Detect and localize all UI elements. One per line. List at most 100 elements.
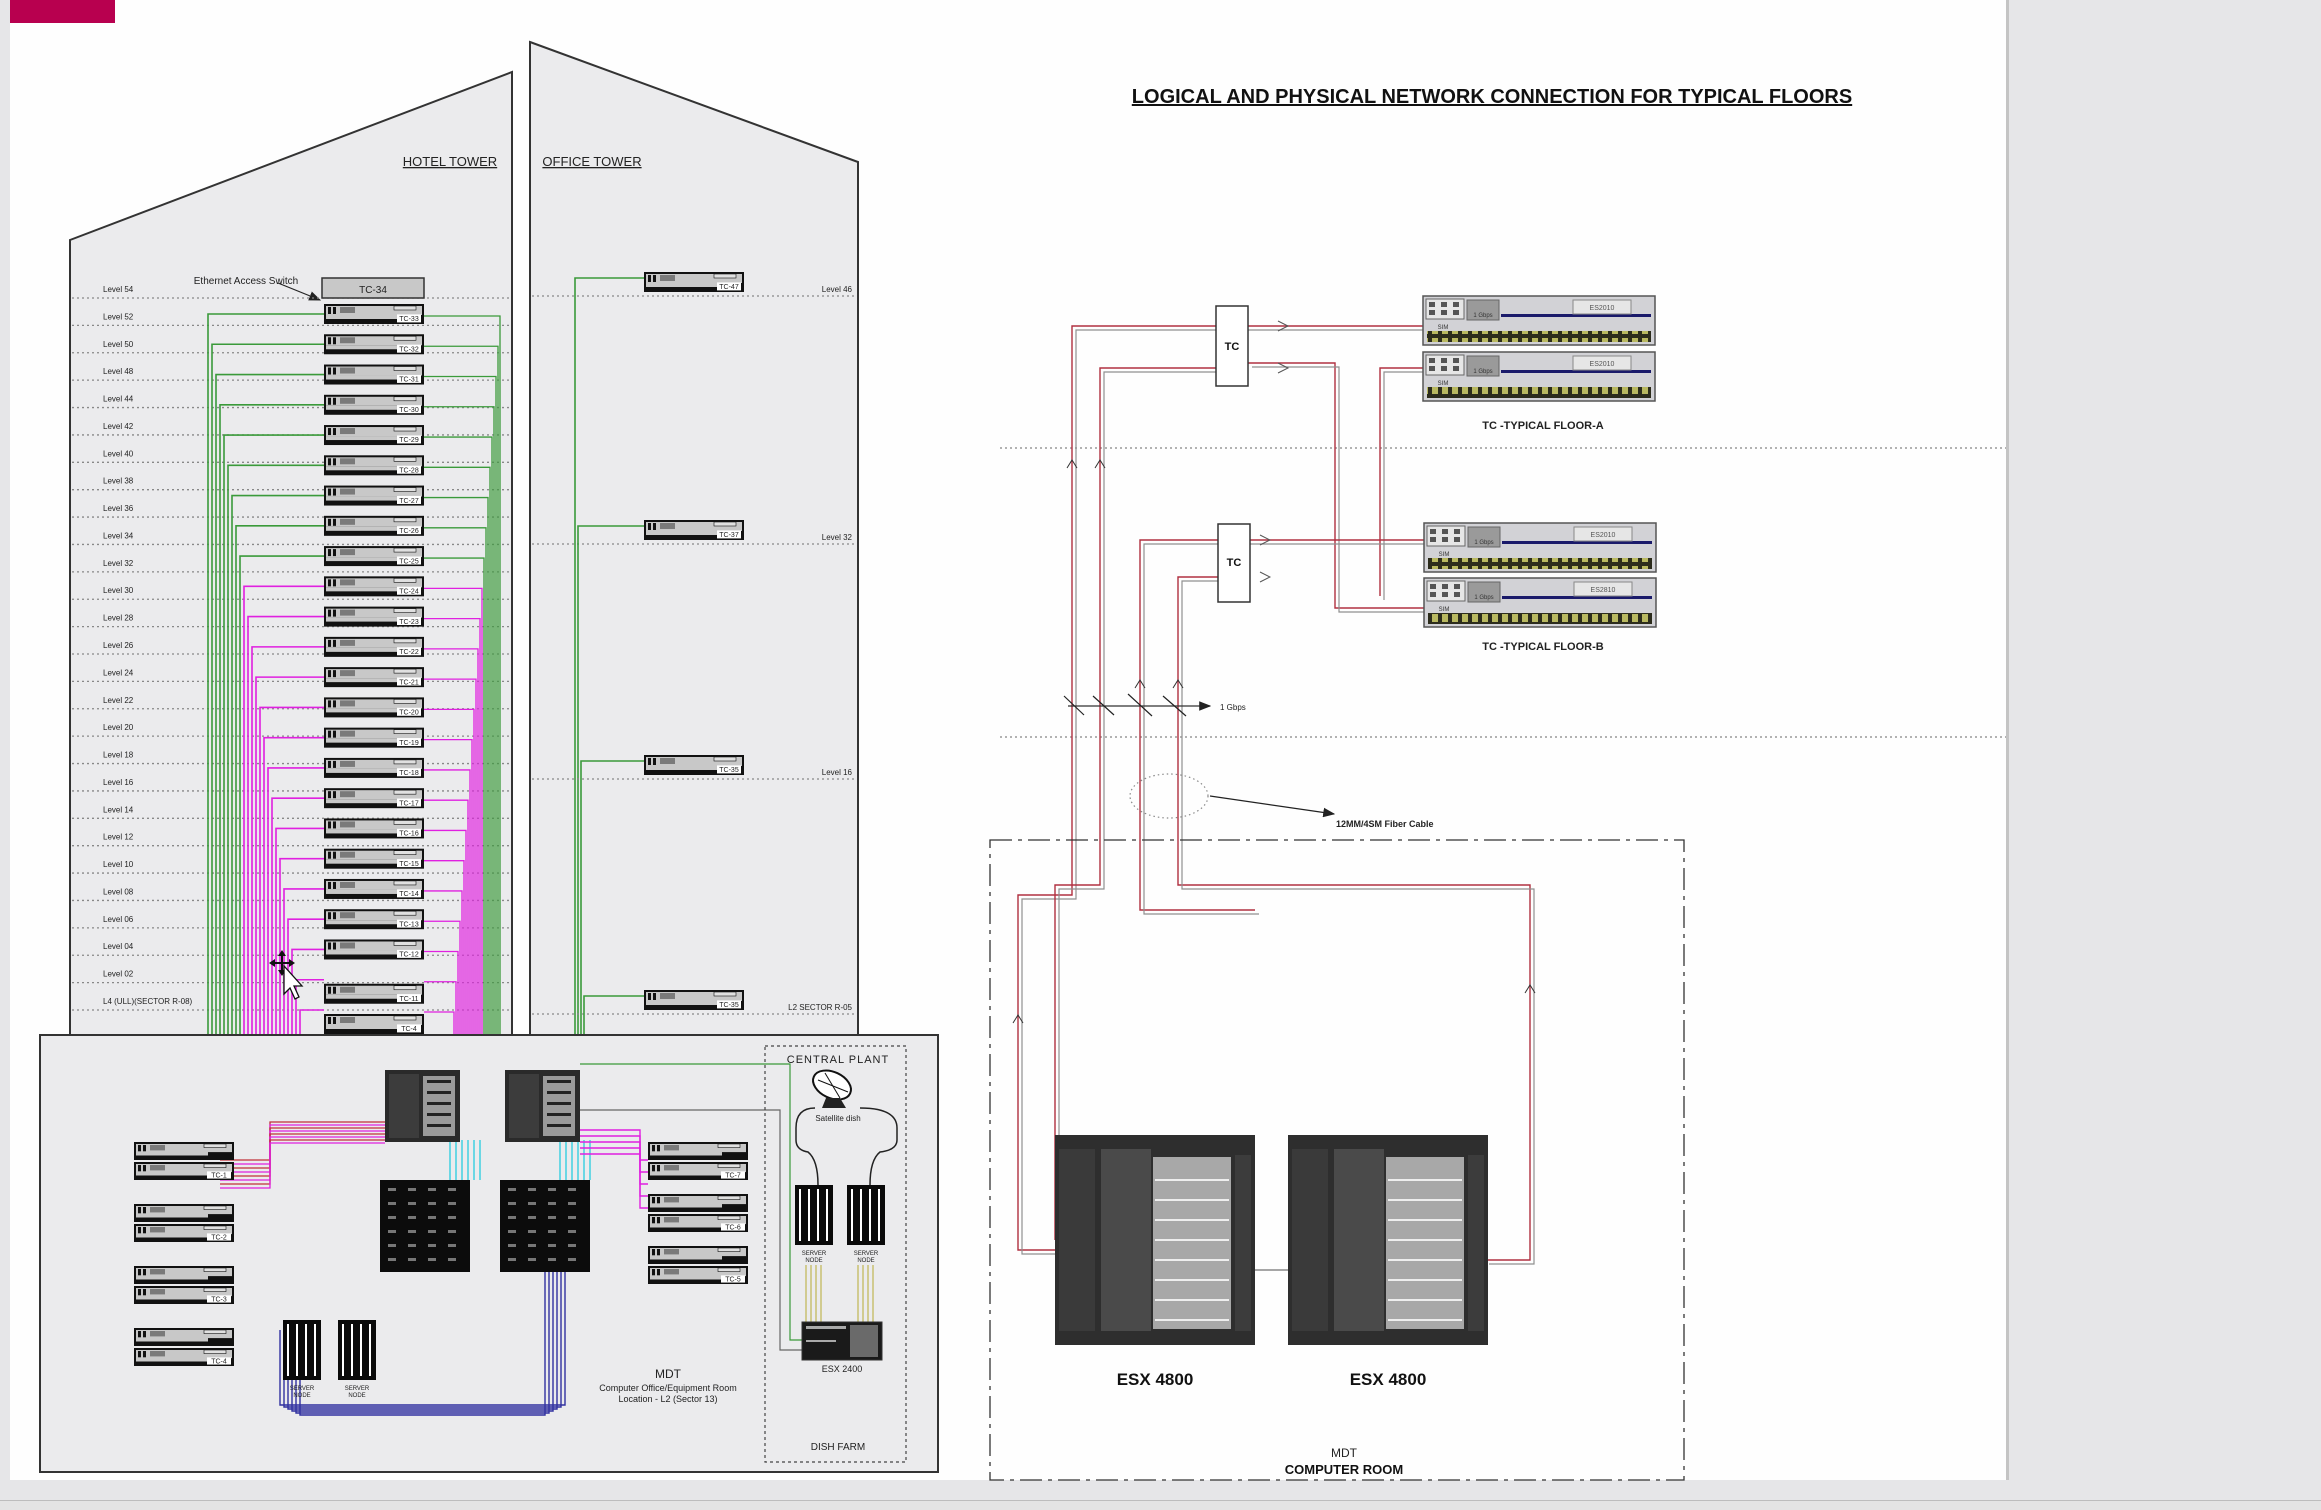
- mdt-left-switch-tc-1[interactable]: TC-1: [134, 1162, 234, 1180]
- switch-label: TC-30: [399, 407, 419, 414]
- distribution-switch-1[interactable]: [380, 1180, 470, 1272]
- flow-arrow-icon: [1134, 679, 1146, 689]
- hotel-switch-tc-24[interactable]: TC-24: [324, 576, 424, 597]
- hotel-switch-tc-27[interactable]: TC-27: [324, 485, 424, 506]
- hotel-switch-tc-14[interactable]: TC-14: [324, 878, 424, 899]
- switch-label: TC-22: [399, 649, 419, 656]
- mdt-location: Location - L2 (Sector 13): [618, 1394, 717, 1404]
- hotel-switch-tc-17[interactable]: TC-17: [324, 788, 424, 809]
- dish-farm-label: DISH FARM: [811, 1442, 865, 1453]
- switch-model: ES2010: [1590, 361, 1615, 368]
- hotel-switch-tc-13[interactable]: TC-13: [324, 909, 424, 930]
- esx-2400-label: ESX 2400: [822, 1364, 863, 1374]
- mdt-left-switch-tc-3[interactable]: TC-3: [134, 1286, 234, 1304]
- hotel-switch-tc-19[interactable]: TC-19: [324, 727, 424, 748]
- hotel-switch-tc-25[interactable]: TC-25: [324, 546, 424, 567]
- hotel-switch-tc-30[interactable]: TC-30: [324, 394, 424, 415]
- tc-box-floor-a[interactable]: [1215, 305, 1249, 387]
- mdt-right-switch-tc-6[interactable]: TC-6: [648, 1214, 748, 1232]
- switch-module: SIM: [1439, 552, 1450, 558]
- server-label: SERVER: [802, 1251, 827, 1257]
- hotel-switch-tc-29[interactable]: TC-29: [324, 425, 424, 446]
- hotel-switch-tc-15[interactable]: TC-15: [324, 848, 424, 869]
- office-switch-0[interactable]: TC-47: [644, 272, 744, 292]
- mdt-right-switch-a-1[interactable]: [648, 1194, 748, 1212]
- mdt-left-switch-a-3[interactable]: [134, 1328, 234, 1346]
- hotel-switch-tc-32[interactable]: TC-32: [324, 334, 424, 355]
- riser-cable: [424, 315, 501, 1070]
- fiber-strand: [1143, 543, 1428, 915]
- tc-box-floor-b-label: TC: [1227, 557, 1242, 569]
- tc-box-floor-b[interactable]: [1217, 523, 1251, 603]
- mdt-left-switch-tc-2[interactable]: TC-2: [134, 1224, 234, 1242]
- fiber-strand: [1139, 539, 1424, 911]
- switch-label: TC-17: [399, 800, 419, 807]
- esx-4800-rack-1[interactable]: [1288, 1135, 1488, 1345]
- office-tower-title: OFFICE TOWER: [542, 154, 641, 169]
- level-label: Level 42: [103, 422, 134, 431]
- core-switch-1[interactable]: [385, 1070, 460, 1142]
- mdt-left-switch-a-2[interactable]: [134, 1266, 234, 1284]
- level-label: Level 14: [103, 805, 134, 814]
- flow-arrow-icon: [1172, 679, 1184, 689]
- fiber-strand: [1252, 366, 1428, 613]
- mdt-right-switch-a-2[interactable]: [648, 1246, 748, 1264]
- mdt-right-switch-tc-5[interactable]: TC-5: [648, 1266, 748, 1284]
- esx-4800-rack-0[interactable]: [1055, 1135, 1255, 1345]
- switch-label: TC-5: [725, 1276, 741, 1283]
- hotel-switch-tc-23[interactable]: TC-23: [324, 606, 424, 627]
- switch-label: TC-12: [399, 952, 419, 959]
- tc-box-floor-a-label: TC: [1225, 341, 1240, 353]
- switch-label: TC-27: [399, 498, 419, 505]
- mdt-right-switch-a-0[interactable]: [648, 1142, 748, 1160]
- hotel-switch-tc-21[interactable]: TC-21: [324, 667, 424, 688]
- switch-label: TC-4: [211, 1358, 227, 1365]
- hotel-switch-tc-22[interactable]: TC-22: [324, 636, 424, 657]
- hotel-switch-tc-20[interactable]: TC-20: [324, 697, 424, 718]
- esx-2400-switch[interactable]: [801, 1321, 883, 1361]
- office-switch-1[interactable]: TC-37: [644, 520, 744, 540]
- hotel-switch-tc-16[interactable]: TC-16: [324, 818, 424, 839]
- core-switch-2[interactable]: [505, 1070, 580, 1142]
- central-plant: CENTRAL PLANT Satellite dish SERVERNODES…: [764, 1045, 907, 1463]
- mdt-left-switch-a-0[interactable]: [134, 1142, 234, 1160]
- distribution-switch-2[interactable]: [500, 1180, 590, 1272]
- floor-b-caption: TC -TYPICAL FLOOR-B: [1482, 641, 1603, 653]
- hotel-switch-tc-11[interactable]: TC-11: [324, 983, 424, 1004]
- hotel-switch-tc-31[interactable]: TC-31: [324, 364, 424, 385]
- hotel-switch-tc-18[interactable]: TC-18: [324, 757, 424, 778]
- server-label: SERVER: [290, 1386, 315, 1392]
- mdt-left-switch-a-1[interactable]: [134, 1204, 234, 1222]
- switch-model: ES2810: [1591, 587, 1616, 594]
- bottom-status-bar: [0, 1500, 2321, 1510]
- switch-label: TC-47: [719, 284, 739, 291]
- hotel-switch-tc-28[interactable]: TC-28: [324, 455, 424, 476]
- office-switch-3[interactable]: TC-35: [644, 990, 744, 1010]
- mdt-right-switch-tc-7[interactable]: TC-7: [648, 1162, 748, 1180]
- level-label: Level 26: [103, 641, 134, 650]
- level-label: Level 32: [103, 559, 134, 568]
- mdt-left-switch-tc-4[interactable]: TC-4: [134, 1348, 234, 1366]
- switch-label: TC-19: [399, 740, 419, 747]
- mdt-cable: [220, 1142, 385, 1189]
- satellite-dish-icon: [812, 1069, 852, 1108]
- switch-label: TC-15: [399, 861, 419, 868]
- flow-arrow-icon: [1277, 320, 1290, 332]
- hotel-switch-tc-26[interactable]: TC-26: [324, 515, 424, 536]
- switch-module: SIM: [1438, 381, 1449, 387]
- switch-label: TC-1: [211, 1172, 227, 1179]
- top-switch-tc34[interactable]: [321, 277, 425, 299]
- fiber-strand: [1054, 367, 1216, 1240]
- hotel-switch-tc-4[interactable]: TC-4: [324, 1014, 424, 1034]
- office-switch-2[interactable]: TC-35: [644, 755, 744, 775]
- hotel-switch-tc-33[interactable]: TC-33: [324, 304, 424, 324]
- hotel-switch-tc-12[interactable]: TC-12: [324, 939, 424, 960]
